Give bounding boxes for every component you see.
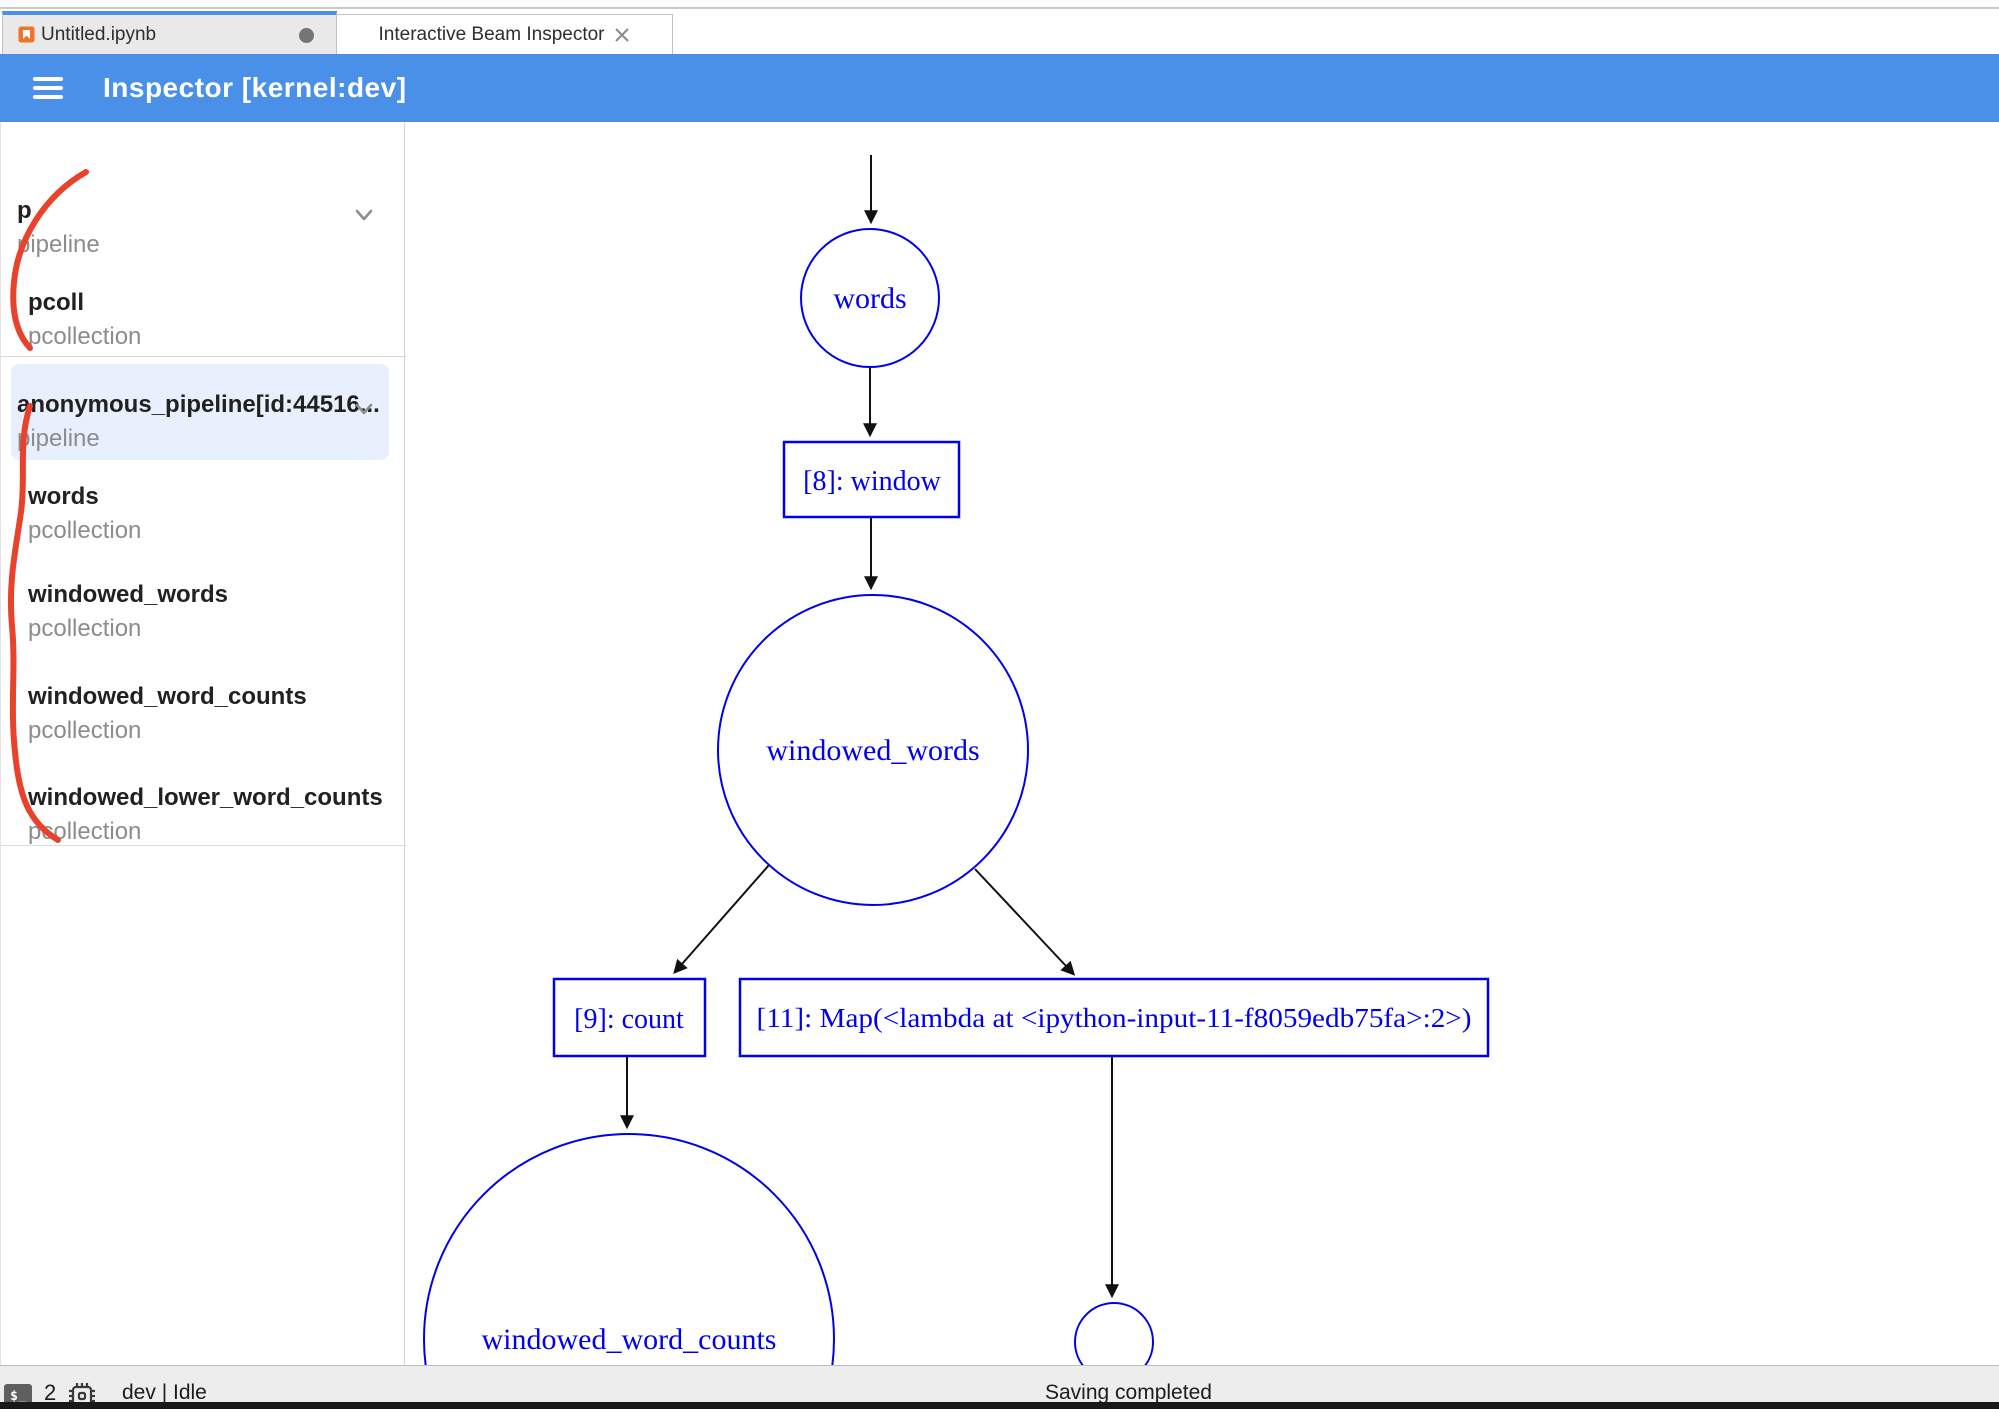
- pcollection-name: windowed_lower_word_counts: [28, 784, 383, 811]
- terminal-count[interactable]: 2: [44, 1380, 57, 1405]
- pipeline-type: pipeline: [17, 425, 100, 452]
- pipeline-graph-panel[interactable]: words [8]: window windowed_words [9]: co…: [406, 122, 1999, 1365]
- sidebar-item-windowed-lower-word-counts[interactable]: windowed_lower_word_counts pcollection: [1, 783, 404, 847]
- node-windowed-words-circle: [717, 594, 1029, 906]
- pcollection-name: windowed_word_counts: [28, 683, 307, 710]
- node-map-box: [738, 977, 1490, 1058]
- pcollection-type: pcollection: [28, 323, 142, 350]
- node-map-label: [11]: Map(<lambda at <ipython-input-11-f…: [757, 1003, 1472, 1033]
- edge-to-map: [974, 868, 1076, 976]
- pipeline-name: anonymous_pipeline[id:44516...: [17, 391, 380, 418]
- close-icon[interactable]: [613, 26, 631, 44]
- node-window-label: [8]: window: [803, 466, 941, 497]
- tab-bar: Untitled.ipynb Interactive Beam Inspecto…: [0, 11, 1999, 54]
- node-windowed-word-counts-circle: [423, 1133, 835, 1365]
- status-bar: $_ 2 dev | Idle Saving completed: [0, 1366, 1999, 1409]
- chevron-down-icon[interactable]: [351, 396, 377, 422]
- window-bottom-edge: [0, 1402, 1999, 1409]
- node-words-circle: [800, 228, 940, 368]
- save-status-message: Saving completed: [1045, 1381, 1212, 1404]
- inspector-app-bar: Inspector [kernel:dev]: [0, 54, 1999, 122]
- page-title: Inspector [kernel:dev]: [103, 72, 407, 103]
- pipeline-sidebar: p pipeline pcoll pcollection anonymous_p…: [0, 122, 406, 1365]
- node-windowed-word-counts-label: windowed_word_counts: [482, 1323, 777, 1356]
- pcollection-name: pcoll: [28, 289, 85, 316]
- sidebar-group-p[interactable]: p pipeline: [1, 196, 404, 260]
- node-result-circle: [1074, 1302, 1154, 1365]
- node-count-label: [9]: count: [574, 1004, 684, 1035]
- sidebar-item-words[interactable]: words pcollection: [1, 482, 404, 546]
- unsaved-changes-dot: [299, 28, 314, 43]
- pcollection-name: windowed_words: [28, 581, 229, 608]
- menu-bar-edge: [0, 0, 1999, 9]
- tab-notebook[interactable]: Untitled.ipynb: [2, 11, 337, 54]
- tab-inspector-label: Interactive Beam Inspector: [378, 23, 605, 45]
- pcollection-type: pcollection: [28, 818, 142, 845]
- sidebar-divider: [1, 356, 406, 357]
- tab-notebook-label: Untitled.ipynb: [41, 23, 157, 45]
- sidebar-item-windowed-words[interactable]: windowed_words pcollection: [1, 580, 404, 644]
- statusbar-top-border: [0, 1365, 1999, 1366]
- node-window-box: [782, 440, 961, 519]
- pipeline-type: pipeline: [17, 231, 100, 258]
- notebook-icon: [18, 26, 35, 43]
- sidebar-group-anonymous-pipeline[interactable]: anonymous_pipeline[id:44516... pipeline: [1, 390, 404, 454]
- dag-edges: [620, 155, 1119, 1299]
- pcollection-name: words: [28, 483, 99, 510]
- pipeline-dag: words [8]: window windowed_words [9]: co…: [423, 155, 1490, 1365]
- selected-row-highlight: [11, 364, 389, 460]
- sidebar-item-pcoll[interactable]: pcoll pcollection: [1, 288, 404, 352]
- pcollection-type: pcollection: [28, 517, 142, 544]
- menu-icon[interactable]: [33, 77, 63, 99]
- sidebar-list-bottom-border: [1, 845, 406, 846]
- edge-to-count: [673, 864, 770, 974]
- tab-inspector[interactable]: Interactive Beam Inspector: [337, 14, 673, 54]
- node-count-box: [552, 977, 707, 1058]
- sidebar-item-windowed-word-counts[interactable]: windowed_word_counts pcollection: [1, 682, 404, 746]
- kernel-status: dev | Idle: [122, 1381, 207, 1404]
- pcollection-type: pcollection: [28, 717, 142, 744]
- pcollection-type: pcollection: [28, 615, 142, 642]
- pipeline-name: p: [17, 197, 32, 224]
- chevron-down-icon[interactable]: [351, 202, 377, 228]
- node-windowed-words-label: windowed_words: [766, 734, 979, 767]
- node-words-label: words: [833, 282, 906, 315]
